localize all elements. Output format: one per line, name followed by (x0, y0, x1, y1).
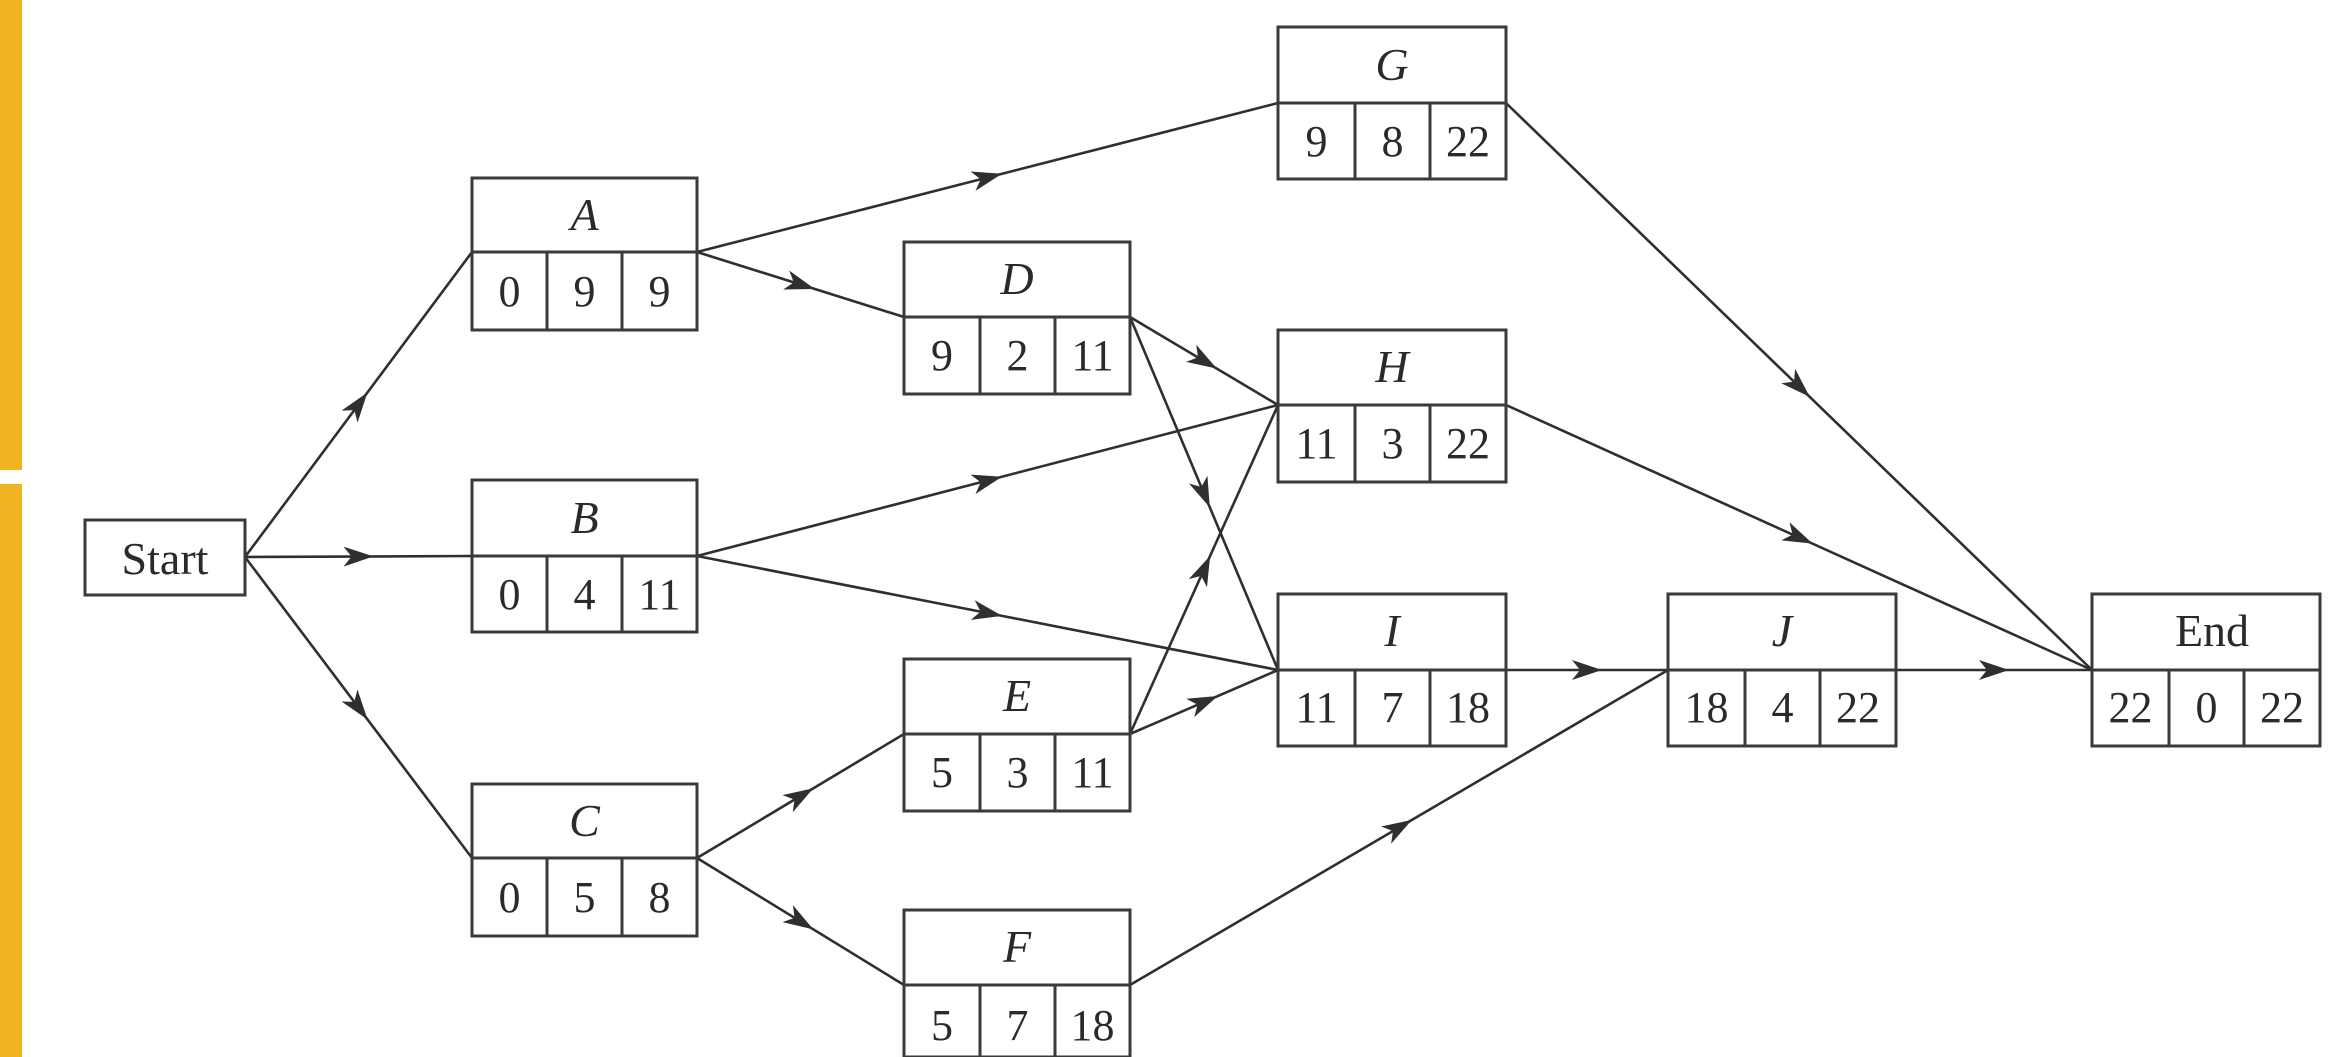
left-accent-gap (0, 470, 22, 484)
edge-G-end (1505, 102, 2093, 671)
edge-E-H (1128, 404, 1280, 735)
node-G-value-3: 22 (1446, 117, 1490, 166)
node-F-value-2: 7 (1007, 1001, 1029, 1050)
arrowhead-H-end (1781, 522, 1813, 544)
node-B-value-3: 11 (638, 570, 680, 619)
node-F-label: F (1002, 921, 1032, 972)
edge-start-C (243, 556, 474, 859)
arrowhead-B-H (970, 474, 1003, 494)
node-A: A 0 9 9 (470, 176, 699, 332)
node-G-label: G (1375, 39, 1408, 90)
node-H-label: H (1374, 341, 1411, 392)
arrowhead-E-I (1186, 696, 1218, 718)
edge-H-end (1505, 403, 2093, 672)
node-D-value-3: 11 (1071, 331, 1113, 380)
edge-E-I (1129, 668, 1279, 736)
node-I-value-2: 7 (1382, 683, 1404, 732)
node-E-label: E (1002, 670, 1031, 721)
arrowhead-B-I (970, 600, 1003, 620)
edge-B-H (696, 403, 1279, 558)
node-B: B 0 4 11 (470, 478, 699, 634)
arrowhead-A-G (970, 171, 1003, 191)
arrowhead-F-J (1381, 819, 1412, 844)
edge-C-F (696, 856, 905, 987)
node-end-label: End (2175, 605, 2249, 656)
node-E: E 5 3 11 (902, 657, 1132, 813)
node-F-value-3: 18 (1071, 1001, 1115, 1050)
node-D-value-2: 2 (1007, 331, 1029, 380)
node-B-value-1: 0 (499, 570, 521, 619)
node-I: I 11 7 18 (1276, 592, 1508, 748)
node-A-value-1: 0 (499, 267, 521, 316)
node-B-value-2: 4 (574, 570, 596, 619)
arrowhead-E-H (1188, 555, 1211, 588)
edge-I-J (1506, 660, 1668, 680)
node-start-label: Start (122, 533, 209, 584)
arrowhead-start-C (341, 689, 368, 720)
node-J-value-2: 4 (1772, 683, 1794, 732)
node-H-value-1: 11 (1295, 419, 1337, 468)
node-F: F 5 7 18 (902, 908, 1132, 1057)
node-G-value-1: 9 (1306, 117, 1328, 166)
node-start: Start (83, 518, 247, 597)
node-E-value-3: 11 (1071, 748, 1113, 797)
arrowhead-J-end (1979, 660, 2009, 680)
arrowhead-D-H (1185, 344, 1217, 369)
edge-D-H (1129, 315, 1279, 407)
node-C-value-3: 8 (649, 873, 671, 922)
node-A-label: A (567, 189, 599, 240)
node-end-value-1: 22 (2109, 683, 2153, 732)
arrowhead-G-end (1781, 368, 1810, 397)
node-H: H 11 3 22 (1276, 328, 1508, 484)
edge-A-D (696, 250, 905, 319)
edge-B-I (696, 554, 1279, 672)
edge-layer (243, 101, 2093, 987)
node-F-value-1: 5 (931, 1001, 953, 1050)
node-end: End 22 0 22 (2090, 592, 2322, 748)
node-G-value-2: 8 (1382, 117, 1404, 166)
node-G: G 9 8 22 (1276, 25, 1508, 181)
node-end-value-2: 0 (2196, 683, 2218, 732)
node-end-value-3: 22 (2260, 683, 2304, 732)
node-J-value-3: 22 (1836, 683, 1880, 732)
node-C-value-2: 5 (574, 873, 596, 922)
node-C-value-1: 0 (499, 873, 521, 922)
node-H-value-3: 22 (1446, 419, 1490, 468)
node-J-label: J (1772, 605, 1795, 656)
edge-start-A (243, 251, 474, 558)
node-I-value-1: 11 (1295, 683, 1337, 732)
node-A-value-3: 9 (649, 267, 671, 316)
edge-D-I (1128, 316, 1280, 671)
node-D-label: D (999, 253, 1033, 304)
edge-A-G (696, 101, 1279, 254)
left-accent-strip (0, 0, 22, 1057)
node-J-value-1: 18 (1685, 683, 1729, 732)
edge-start-B (244, 546, 473, 567)
node-J: J 18 4 22 (1666, 592, 1898, 748)
arrowhead-start-B (343, 546, 374, 567)
node-D: D 9 2 11 (902, 240, 1132, 396)
arrowhead-D-I (1188, 475, 1210, 508)
node-B-label: B (570, 492, 598, 543)
arrowhead-C-F (782, 905, 814, 930)
arrowhead-I-J (1572, 660, 1602, 680)
arrowhead-start-A (341, 392, 368, 423)
node-C: C 0 5 8 (470, 782, 699, 938)
arrowhead-A-D (783, 270, 815, 290)
node-E-value-1: 5 (931, 748, 953, 797)
node-A-value-2: 9 (574, 267, 596, 316)
node-E-value-2: 3 (1007, 748, 1029, 797)
node-C-label: C (569, 795, 601, 846)
arrowhead-C-E (782, 788, 814, 813)
edge-J-end (1896, 660, 2092, 680)
node-I-value-3: 18 (1446, 683, 1490, 732)
node-I-label: I (1383, 605, 1402, 656)
node-D-value-1: 9 (931, 331, 953, 380)
edge-C-E (696, 732, 905, 860)
edge-F-J (1129, 668, 1669, 987)
node-H-value-2: 3 (1382, 419, 1404, 468)
